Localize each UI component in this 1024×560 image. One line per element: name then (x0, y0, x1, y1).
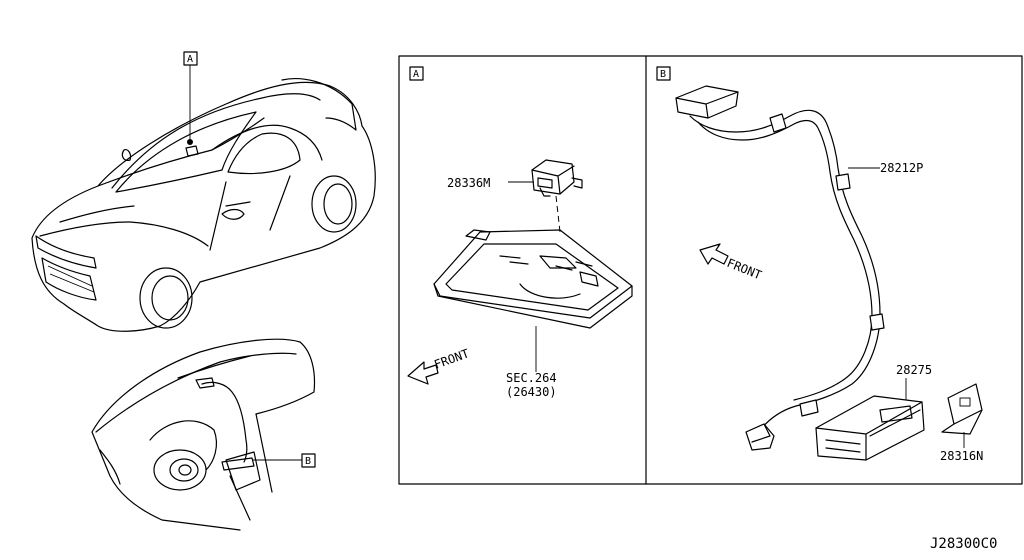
part-label-28336m: 28336M (447, 176, 490, 190)
front-arrow-b-icon (699, 243, 729, 265)
bracket-part (941, 383, 983, 435)
car-illustration (31, 78, 376, 332)
dashboard-illustration (91, 338, 316, 531)
callout-box-b (301, 453, 316, 468)
part-label-28275: 28275 (896, 363, 932, 377)
diagram-code: J28300C0 (930, 536, 997, 552)
detail-panel-frame (398, 55, 1023, 485)
map-lamp-part (531, 159, 583, 197)
overhead-console-part (433, 229, 633, 329)
callout-b: B (305, 456, 311, 467)
sec-reference-sub: (26430) (506, 385, 557, 399)
front-label-b: FRONT (725, 256, 764, 283)
front-arrow-a-icon (407, 361, 439, 385)
panel-a-tag-box (409, 66, 424, 81)
panel-b-tag-box (656, 66, 671, 81)
wiring-harness-part (675, 85, 885, 451)
control-unit-part (815, 395, 925, 461)
front-label-a: FRONT (432, 346, 471, 372)
panel-b-tag: B (660, 69, 666, 80)
callout-a: A (187, 54, 193, 65)
callout-box-a (183, 51, 198, 66)
sec-reference: SEC.264 (506, 371, 557, 385)
panel-a-tag: A (413, 69, 419, 80)
part-label-28316n: 28316N (940, 449, 983, 463)
part-label-28212p: 28212P (880, 161, 923, 175)
